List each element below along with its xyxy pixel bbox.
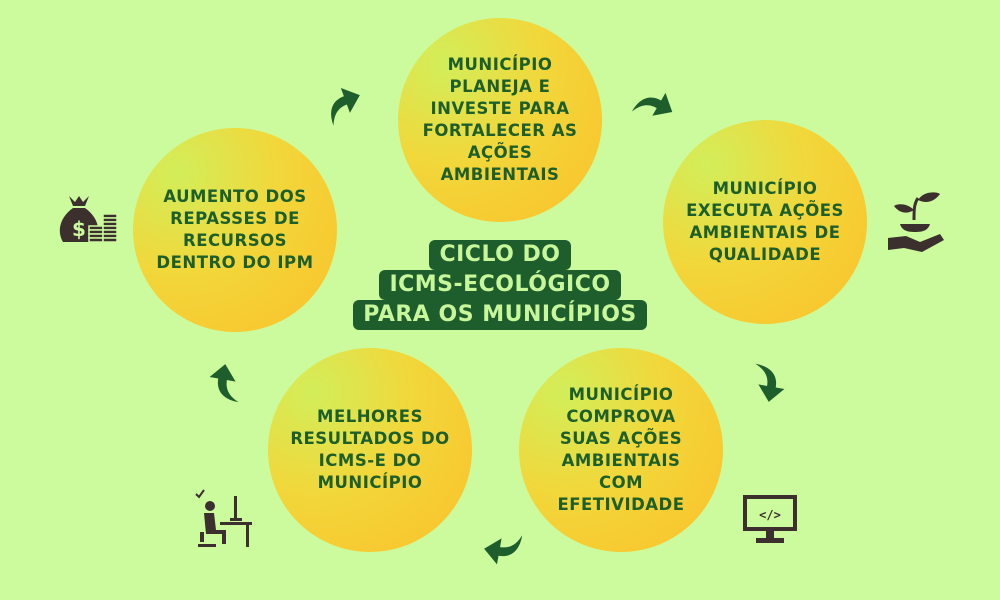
computer-code-icon: </> <box>743 495 797 543</box>
step-plan-invest: MUNICÍPIO PLANEJA E INVESTE PARA FORTALE… <box>398 18 602 222</box>
curved-arrow-icon <box>631 92 673 116</box>
curved-arrow-icon <box>331 88 360 126</box>
curved-arrow-icon <box>209 364 239 403</box>
title-line-2: ICMS-ECOLÓGICO <box>379 270 621 300</box>
person-at-desk-icon <box>195 489 252 547</box>
title-line-1: CICLO DO <box>429 240 571 270</box>
step-increase-transfers: AUMENTO DOS REPASSES DE RECURSOS DENTRO … <box>133 128 337 332</box>
step-text: MUNICÍPIO EXECUTA AÇÕES AMBIENTAIS DE QU… <box>686 179 844 264</box>
diagram-title: CICLO DO ICMS-ECOLÓGICO PARA OS MUNICÍPI… <box>345 240 655 330</box>
step-results: MELHORES RESULTADOS DO ICMS-E DO MUNICÍP… <box>268 348 472 552</box>
step-prove: MUNICÍPIO COMPROVA SUAS AÇÕES AMBIENTAIS… <box>519 348 723 552</box>
plant-in-hand-icon <box>888 192 944 252</box>
curved-arrow-icon <box>484 535 523 565</box>
svg-text:$: $ <box>72 217 86 241</box>
curved-arrow-icon <box>755 363 785 402</box>
step-text: MELHORES RESULTADOS DO ICMS-E DO MUNICÍP… <box>290 407 450 492</box>
step-execute: MUNICÍPIO EXECUTA AÇÕES AMBIENTAIS DE QU… <box>663 120 867 324</box>
money-bag-icon: $ <box>59 196 118 243</box>
step-text: MUNICÍPIO PLANEJA E INVESTE PARA FORTALE… <box>422 55 578 184</box>
step-text: MUNICÍPIO COMPROVA SUAS AÇÕES AMBIENTAIS… <box>557 385 685 514</box>
title-line-3: PARA OS MUNICÍPIOS <box>353 300 647 330</box>
svg-text:</>: </> <box>759 508 781 522</box>
step-text: AUMENTO DOS REPASSES DE RECURSOS DENTRO … <box>156 187 314 272</box>
